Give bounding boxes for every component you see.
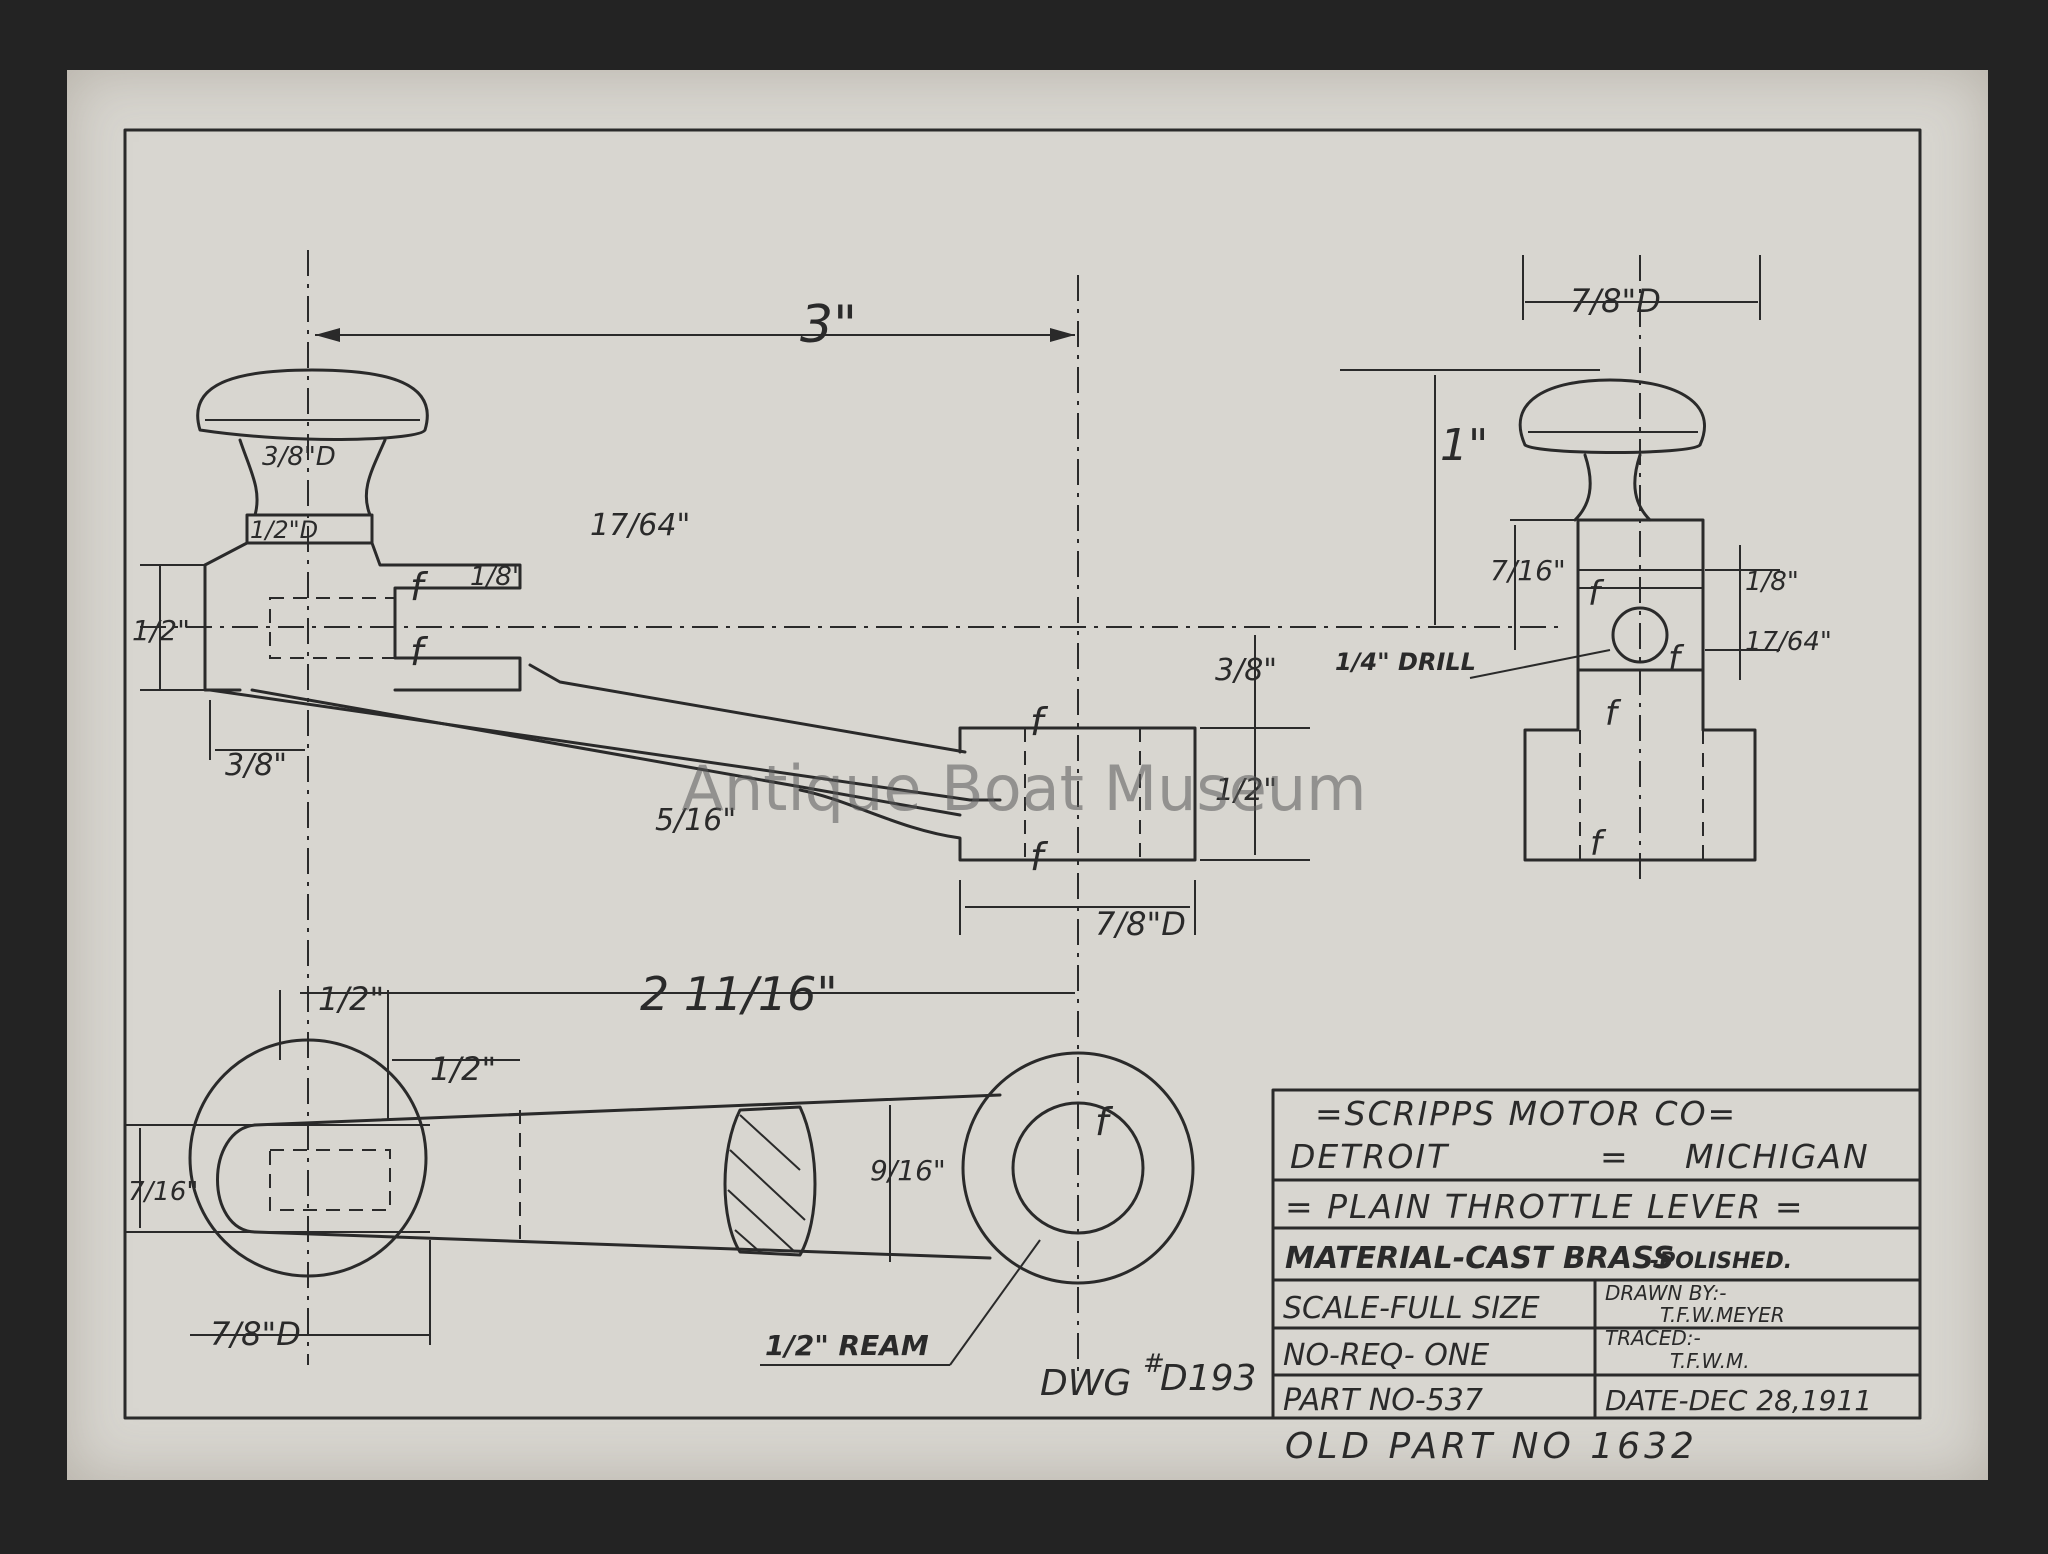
finish-mark: f	[1588, 574, 1605, 614]
dim-side-1-8: 1/8"	[1745, 567, 1799, 597]
tb-separator: =	[1600, 1137, 1630, 1176]
finish-mark: f	[1030, 835, 1049, 879]
dim-slot-1-8: 1/8"	[470, 562, 524, 592]
tb-company: =SCRIPPS MOTOR CO=	[1315, 1094, 1737, 1133]
tb-city: DETROIT	[1290, 1137, 1450, 1176]
dim-ream: 1/2" REAM	[765, 1329, 929, 1362]
dim-drill: 1/4" DRILL	[1335, 648, 1476, 676]
dim-overall-length: 3"	[800, 295, 857, 355]
dim-side-7-16: 7/16"	[1490, 554, 1566, 587]
dim-plan-7-16: 7/16"	[128, 1177, 198, 1207]
tb-drawn-by-label: DRAWN BY:-	[1605, 1281, 1727, 1305]
dim-boss-7-8-d: 7/8"D	[1095, 905, 1186, 943]
tb-traced-label: TRACED:-	[1605, 1326, 1701, 1350]
dim-stem-3-8: 3/8"D	[262, 442, 336, 472]
plan-view	[125, 990, 1195, 1366]
dim-plan-9-16: 9/16"	[870, 1154, 946, 1187]
finish-mark: f	[410, 630, 429, 674]
dim-slot-17-64: 17/64"	[590, 508, 690, 543]
tb-scale: SCALE-FULL SIZE	[1283, 1291, 1540, 1326]
dim-plan-1-2-a: 1/2"	[318, 980, 384, 1018]
dim-arm-5-16: 5/16"	[655, 803, 736, 838]
tb-state: MICHIGAN	[1685, 1137, 1870, 1176]
title-block	[1271, 1088, 1922, 1420]
finish-mark: f	[1030, 700, 1049, 744]
tb-part-no: PART NO-537	[1283, 1383, 1483, 1418]
dim-boss-3-8: 3/8"	[1215, 653, 1277, 688]
dim-hub-1-2: 1/2"	[132, 614, 190, 647]
finish-mark: f	[1095, 1100, 1114, 1144]
finish-mark: f	[1668, 639, 1685, 679]
finish-mark: f	[1605, 694, 1622, 734]
dim-plan-2-11-16: 2 11/16"	[640, 967, 838, 1021]
drawing-border	[123, 128, 1922, 1420]
drawing-number-prefix: DWG	[1040, 1363, 1131, 1404]
dim-knob-diameter: 7/8"D	[1570, 282, 1661, 320]
old-part-number: OLD PART NO 1632	[1285, 1426, 1698, 1467]
dim-plan-1-2-b: 1/2"	[430, 1050, 496, 1088]
tb-traced-by: T.F.W.M.	[1670, 1349, 1750, 1373]
dim-side-17-64: 17/64"	[1745, 627, 1832, 657]
front-elevation-view	[140, 250, 1560, 1375]
dim-stem-1-2: 1/2"D	[250, 516, 318, 544]
dim-plan-7-8-d: 7/8"D	[210, 1315, 301, 1353]
tb-finish: -POLISHED.	[1650, 1249, 1792, 1274]
dim-boss-1-2: 1/2"	[1215, 773, 1277, 808]
finish-mark: f	[1590, 824, 1607, 864]
tb-drawn-by: T.F.W.MEYER	[1660, 1303, 1785, 1327]
tb-part-name: = PLAIN THROTTLE LEVER =	[1285, 1187, 1805, 1226]
side-elevation-view	[1340, 255, 1780, 880]
tb-material: MATERIAL-CAST BRASS	[1285, 1241, 1674, 1276]
watermark: Antique Boat Museum	[681, 752, 1367, 825]
dim-knob-height: 1"	[1440, 420, 1488, 471]
drawing-number-mark: #	[1143, 1349, 1165, 1379]
tb-no-req: NO-REQ- ONE	[1283, 1338, 1489, 1373]
dim-offset-3-8: 3/8"	[225, 748, 287, 783]
drawing-number: D193	[1160, 1358, 1256, 1399]
tb-date: DATE-DEC 28,1911	[1605, 1384, 1872, 1417]
